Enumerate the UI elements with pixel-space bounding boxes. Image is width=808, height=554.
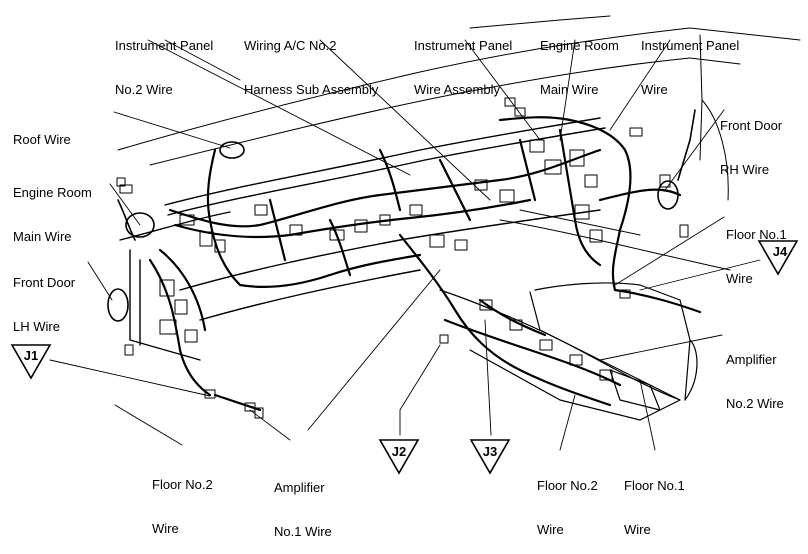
- label-line: RH Wire: [720, 161, 770, 177]
- label-floor-no1-wire-bottom: Floor No.1 Wire: [624, 450, 685, 552]
- door-wire-loops: [107, 109, 696, 322]
- label-line: Roof Wire: [13, 132, 71, 147]
- junction-j3: J3: [469, 439, 511, 475]
- junction-j1-label: J1: [24, 348, 38, 363]
- label-line: Wire: [641, 81, 668, 97]
- label-line: No.2 Wire: [726, 395, 784, 411]
- label-line: Main Wire: [540, 81, 599, 97]
- label-line: Floor No.1: [726, 227, 787, 242]
- label-roof-wire: Roof Wire: [13, 104, 71, 162]
- leader-lines: [49, 39, 761, 451]
- label-line: Amplifier: [726, 352, 777, 367]
- dashboard-beam: [119, 117, 606, 361]
- label-line: Wiring A/C No.2: [244, 38, 337, 53]
- label-line: Main Wire: [13, 228, 72, 244]
- label-line: Wire: [152, 520, 179, 536]
- label-floor-no1-wire-right: Floor No.1 Wire: [726, 199, 787, 301]
- junction-j3-label: J3: [483, 444, 497, 459]
- label-line: Front Door: [720, 118, 783, 133]
- wiring-harness: [148, 116, 702, 412]
- junction-j4-label: J4: [773, 244, 788, 259]
- label-instrument-panel-wire: Instrument Panel Wire: [641, 10, 739, 112]
- label-line: Front Door: [13, 275, 76, 290]
- junction-j2-marker: [378, 439, 420, 475]
- label-line: Wire: [537, 521, 564, 537]
- junction-j3-marker: [469, 439, 511, 475]
- label-instrument-panel-wire-assembly: Instrument Panel Wire Assembly: [414, 10, 512, 112]
- label-line: Wire Assembly: [414, 81, 500, 97]
- label-line: Harness Sub Assembly: [244, 81, 379, 97]
- junction-j2: J2: [378, 439, 420, 475]
- label-amplifier-no1-wire: Amplifier No.1 Wire: [274, 452, 332, 554]
- label-line: Wire: [624, 521, 651, 537]
- center-console: [439, 282, 698, 421]
- label-floor-no2-wire-bottom: Floor No.2 Wire: [537, 450, 598, 552]
- junction-j1-marker: [10, 344, 52, 380]
- label-line: No.2 Wire: [115, 81, 173, 97]
- label-front-door-rh-wire: Front Door RH Wire: [720, 90, 782, 192]
- label-line: No.1 Wire: [274, 523, 332, 539]
- label-front-door-lh-wire: Front Door LH Wire: [13, 247, 75, 349]
- label-line: Engine Room: [13, 185, 92, 200]
- label-line: Wire: [726, 270, 753, 286]
- connectors: [116, 97, 689, 419]
- label-line: Instrument Panel: [641, 38, 740, 53]
- label-line: Instrument Panel: [414, 38, 513, 53]
- label-line: Floor No.2: [537, 478, 598, 493]
- label-engine-room-main-wire-left: Engine Room Main Wire: [13, 157, 92, 259]
- label-line: Amplifier: [274, 480, 325, 495]
- label-engine-room-main-wire-top: Engine Room Main Wire: [540, 10, 619, 112]
- diagram-drawing: J1 J2 J3 J4: [10, 15, 801, 475]
- label-wiring-ac-no2-harness: Wiring A/C No.2 Harness Sub Assembly: [244, 10, 378, 112]
- junction-j4: J4: [757, 240, 799, 276]
- label-line: LH Wire: [13, 318, 60, 334]
- label-line: Floor No.1: [624, 478, 685, 493]
- junction-j4-marker: [757, 240, 799, 276]
- label-line: Floor No.2: [152, 477, 213, 492]
- label-line: Instrument Panel: [115, 38, 214, 53]
- junction-j1: J1: [10, 344, 52, 380]
- junction-j2-label: J2: [392, 444, 406, 459]
- wiring-diagram: J1 J2 J3 J4 Instrument Panel No.2 Wire W…: [10, 10, 801, 538]
- label-amplifier-no2-wire: Amplifier No.2 Wire: [726, 324, 784, 426]
- label-floor-no2-wire-left: Floor No.2 Wire: [152, 449, 213, 551]
- label-line: Engine Room: [540, 38, 619, 53]
- label-instrument-panel-no2-wire: Instrument Panel No.2 Wire: [115, 10, 213, 112]
